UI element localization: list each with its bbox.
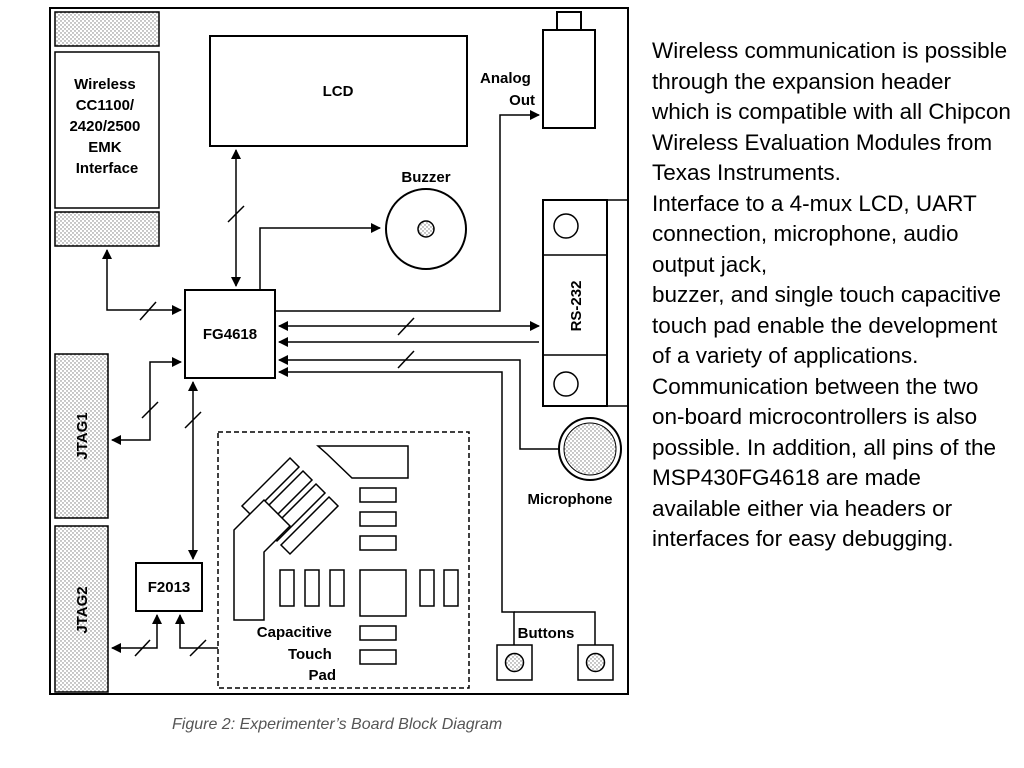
analog-out-label: Analog Out — [480, 70, 535, 109]
description-text: Wireless communication is possible throu… — [652, 36, 1012, 555]
rs232-label: RS-232 — [568, 281, 585, 332]
jtag2-header — [54, 525, 109, 693]
board-outline — [49, 7, 629, 695]
lcd-label: LCD — [323, 83, 354, 100]
fg4618-block — [184, 289, 276, 379]
fg4618-label: FG4618 — [203, 326, 257, 343]
connection-lines — [102, 110, 596, 657]
buzzer-label: Buzzer — [401, 169, 450, 186]
description-paragraph: Interface to a 4-mux LCD, UART connectio… — [652, 190, 977, 277]
rs232-screw-bottom — [553, 371, 579, 397]
analog-out-jack — [542, 29, 596, 129]
lcd-block — [209, 35, 468, 147]
buzzer-center — [417, 220, 435, 238]
touch-pad-label: Capacitive Touch Pad — [257, 624, 336, 684]
jtag1-label: JTAG1 — [74, 412, 91, 459]
description-paragraph: Wireless communication is possible throu… — [652, 38, 1011, 185]
wireless-interface-block — [54, 51, 160, 209]
figure-caption: Figure 2: Experimenter’s Board Block Dia… — [172, 716, 503, 733]
jtag1-header — [54, 353, 109, 519]
capacitive-touch-pad — [217, 431, 470, 689]
rs232-connector — [542, 199, 608, 407]
rs232-screw-top — [553, 213, 579, 239]
wireless-header-top — [54, 11, 160, 47]
buttons-label: Buttons — [518, 625, 575, 642]
microphone-grille — [563, 422, 617, 476]
f2013-label: F2013 — [148, 579, 191, 596]
wireless-label: Wireless CC1100/ 2420/2500 EMK Interface — [69, 76, 144, 177]
block-diagram: Wireless CC1100/ 2420/2500 EMK Interface… — [49, 7, 629, 695]
f2013-block — [135, 562, 203, 612]
microphone-label: Microphone — [528, 491, 613, 508]
jtag2-label: JTAG2 — [74, 586, 91, 633]
analog-jack-tip — [556, 11, 582, 31]
wireless-header-bottom — [54, 211, 160, 247]
description-paragraph: buzzer, and single touch capacitive touc… — [652, 282, 1001, 551]
